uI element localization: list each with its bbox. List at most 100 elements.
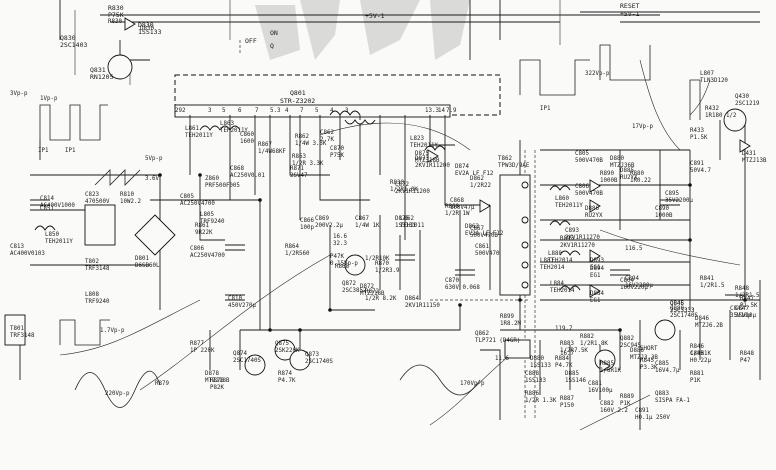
component-label: R432 (705, 106, 719, 112)
component-label: 160V220μ (620, 285, 648, 291)
component-label: R864 (285, 244, 299, 250)
component-label: C846 (690, 351, 704, 357)
component-label: 220Vp-p (105, 391, 130, 397)
component-label: TEH2014 (550, 288, 575, 294)
component-label: 35V10μ (730, 313, 751, 319)
component-label: C823 (85, 192, 99, 198)
component-label: C847 (735, 306, 749, 312)
component-label: D846 (695, 316, 709, 322)
component-label: R862 (295, 134, 309, 140)
component-label: P82K (210, 385, 224, 391)
q-label: Q (270, 42, 274, 50)
label-layer: Q801 STR-Z3202 R830 P75K D830 1SS133 Q83… (60, 2, 640, 105)
ic-pin-number: 4 (285, 108, 289, 114)
component-label: 1.7Vp-p (100, 328, 125, 334)
component-label: 500V470 (475, 251, 500, 257)
component-label: 11.6 (495, 356, 509, 362)
transistor-q874 (244, 354, 266, 376)
component-label: 450V270μ (228, 303, 256, 309)
component-label: R878 (210, 378, 224, 384)
component-label: 16.7 (560, 351, 574, 357)
junction-dots (158, 173, 747, 332)
component-label: R433 (690, 128, 704, 134)
component-label: Q883 (655, 391, 669, 397)
component-label: 1/2R1.8K (580, 341, 608, 347)
component-label: R889 (620, 394, 634, 400)
component-label: R867 (258, 142, 272, 148)
component-label: D880 (610, 156, 624, 162)
component-label: 1Vp-p (40, 96, 58, 102)
component-label: MTZJ18B (415, 158, 440, 164)
component-label: C891 (690, 161, 704, 167)
component-label: RU2YX (620, 175, 638, 181)
component-label: SISPA FA-1 (655, 398, 690, 404)
component-label: L863 (220, 121, 234, 127)
component-label: C882 (600, 401, 614, 407)
component-label: 1SS131 (395, 223, 416, 229)
component-label: TEH2011Y (220, 128, 248, 134)
component-label: 1000B (600, 178, 618, 184)
component-label: 1000B (655, 213, 673, 219)
component-label: P1.5K (690, 135, 708, 141)
component-label: EV2A LF F12 (455, 171, 493, 177)
component-label: 500V470B (575, 191, 603, 197)
ic-pin-number: 3 (208, 108, 212, 114)
ic-ref-label: Q801 (290, 89, 306, 97)
transistor-q831 (107, 54, 133, 80)
component-label: R885 (600, 361, 614, 367)
sv1-label-center: +5V-1 (365, 12, 385, 20)
component-label: EG1 (590, 265, 601, 271)
component-label: C870 (330, 146, 344, 152)
component-label: R882 (580, 334, 594, 340)
component-label: 3.6V (145, 176, 159, 182)
component-label: TRF3148 (10, 333, 35, 339)
component-label: 2KV1R11200 (415, 163, 450, 169)
component-label: IP1 (38, 148, 49, 154)
component-label: C893 (565, 228, 579, 234)
ic-pin-number: 7 (300, 108, 304, 114)
component-label: 1/2R 3.3K (292, 161, 324, 167)
component-label: R848 (740, 351, 754, 357)
component-label: 1/4W68KF (258, 149, 286, 155)
component-label: R863 (292, 154, 306, 160)
component-label: P47 (740, 358, 751, 364)
diodes (124, 17, 751, 373)
component-label: D886 (585, 206, 599, 212)
component-label: L881 (540, 258, 554, 264)
component-label: P1.5K (740, 303, 758, 309)
component-label: C869 (315, 216, 329, 222)
component-label: C867 (470, 226, 484, 232)
reset-label: RESET (620, 2, 640, 10)
component-label: 2.7K (320, 137, 334, 143)
waveform-traces (39, 44, 701, 408)
component-label: D885 (620, 168, 634, 174)
component-label: TEH2011 (400, 223, 425, 229)
component-label: C888 (525, 371, 539, 377)
component-label: 2SC3852 (342, 288, 366, 294)
component-label: Q882 (620, 336, 634, 342)
component-label: IP1 (65, 148, 76, 154)
component-label: AC400V0103 (10, 251, 45, 257)
component-label: TLP721 (D4GR) (475, 338, 520, 344)
component-label: TPW3D/9AE (498, 163, 530, 169)
optocoupler-q862 (504, 339, 531, 359)
component-label: 1R0.22 (630, 178, 651, 184)
component-label: R877 (190, 341, 204, 347)
component-label: L880 (548, 251, 562, 257)
component-label: AC250V0.01 (230, 173, 265, 179)
component-label: AC250V4700 (180, 201, 215, 207)
component-label: R847 (740, 296, 754, 302)
component-label: P1K (690, 378, 701, 384)
component-label: Q845 (670, 301, 684, 307)
component-label: TEH2011Y (45, 239, 73, 245)
component-label: 2SC1740S (233, 358, 261, 364)
component-label: P75K (330, 153, 344, 159)
annotation-lines (59, 59, 741, 431)
component-label: R884 (555, 356, 569, 362)
component-label: P3.3K (640, 365, 658, 371)
component-label: D863 (465, 224, 479, 230)
component-label: D875 (415, 151, 429, 157)
component-label: 1SS146 (565, 378, 586, 384)
component-label: 50V4.7 (690, 168, 711, 174)
